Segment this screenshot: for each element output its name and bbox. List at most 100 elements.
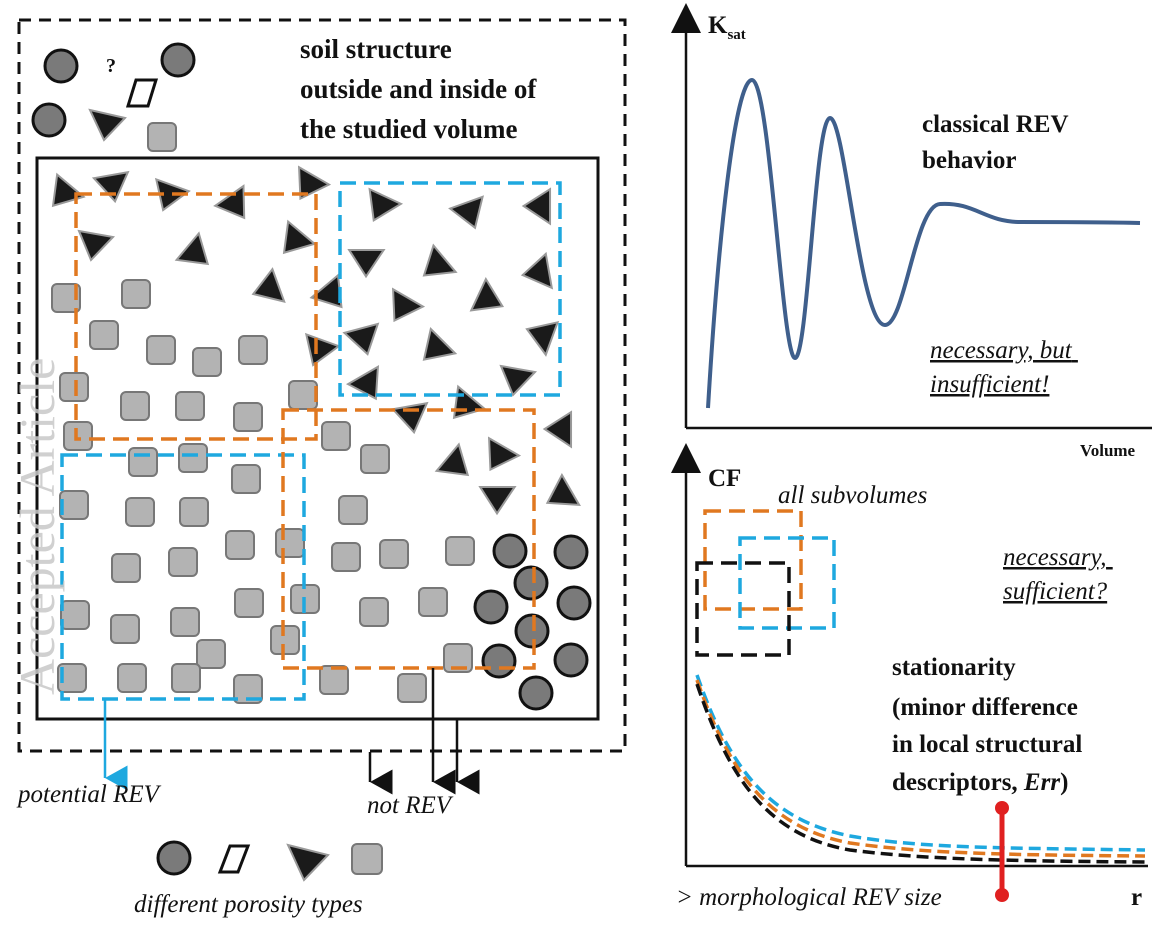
outside-square <box>147 122 177 152</box>
legend-circle-icon <box>156 840 192 876</box>
ksat-curve <box>706 77 1141 409</box>
pore-square <box>168 547 198 577</box>
outside-circle-3 <box>31 102 67 138</box>
ksat-y-label-main: K <box>708 12 728 39</box>
pore-triangle <box>282 219 317 255</box>
pore-square <box>89 320 119 350</box>
cf-legend-blue-box <box>738 536 836 630</box>
pore-square <box>178 443 208 473</box>
pore-square <box>170 607 200 637</box>
pore-triangle <box>422 326 458 361</box>
outside-circle-2 <box>160 42 196 78</box>
pore-square <box>443 643 473 673</box>
stationarity-line-1: stationarity <box>892 654 1016 681</box>
pore-square <box>171 663 201 693</box>
pore-square <box>120 391 150 421</box>
outside-particles: ? <box>31 42 196 152</box>
rev-size-marker-bottom <box>995 888 1009 902</box>
pore-square <box>270 625 300 655</box>
pore-square <box>192 347 222 377</box>
stationarity-close: ) <box>1060 769 1068 796</box>
necessary-insufficient-text: necessary, but insufficient! <box>930 337 1078 398</box>
outside-parallelogram <box>125 78 159 108</box>
pore-circle <box>553 642 589 678</box>
cf-legend-black-box <box>695 561 791 657</box>
ksat-y-label: Ksat <box>708 12 746 43</box>
ksat-x-label: Volume <box>1080 441 1136 460</box>
pore-square <box>360 444 390 474</box>
pore-square <box>63 421 93 451</box>
cf-chart: CF r all subvolumes necessary, sufficien… <box>671 443 1148 911</box>
necessary-sufficient-line-2: sufficient? <box>1003 578 1108 605</box>
ksat-chart: Ksat Volume classical REV behavior neces… <box>671 3 1152 460</box>
title-line-2: outside and inside of <box>300 74 537 104</box>
classical-rev-text: classical REV behavior <box>922 111 1074 174</box>
pore-square <box>51 283 81 313</box>
stationarity-line-2: (minor difference <box>892 694 1078 721</box>
cf-curve-black <box>695 683 1146 864</box>
legend-caption: different porosity types <box>134 891 363 918</box>
pore-triangle <box>422 243 458 277</box>
pore-square <box>128 447 158 477</box>
pore-triangle <box>434 442 470 477</box>
pore-triangle <box>342 322 380 356</box>
pore-circle <box>518 675 554 711</box>
pore-triangle <box>304 332 341 367</box>
outside-circle-1 <box>43 48 79 84</box>
pore-triangle <box>213 184 246 220</box>
pore-square <box>445 536 475 566</box>
classical-rev-line-1: classical REV <box>922 111 1068 138</box>
cf-curve-blue <box>695 674 1146 852</box>
pore-triangle <box>469 276 505 312</box>
pore-triangle <box>391 287 426 323</box>
pore-triangle <box>154 177 191 212</box>
watermark: Accepted Article <box>9 358 65 695</box>
pore-triangle <box>478 485 517 516</box>
pore-square <box>379 539 409 569</box>
pore-triangle <box>174 231 210 266</box>
pore-square <box>111 553 141 583</box>
pore-square <box>233 674 263 704</box>
necessary-insufficient-line-2: insufficient! <box>930 371 1049 398</box>
pore-triangle <box>77 229 116 262</box>
title-line-3: the studied volume <box>300 114 518 144</box>
porosity-legend: different porosity types <box>134 840 383 918</box>
all-subvolumes-label: all subvolumes <box>778 482 927 509</box>
inside-particles <box>51 165 592 711</box>
pore-square <box>397 673 427 703</box>
pore-square <box>175 391 205 421</box>
pore-triangle <box>520 251 554 290</box>
pore-triangle <box>499 364 538 397</box>
cf-curve-orange <box>695 679 1146 858</box>
pore-square <box>331 542 361 572</box>
necessary-sufficient-text: necessary, sufficient? <box>1003 544 1113 605</box>
pore-square <box>359 597 389 627</box>
pore-triangle <box>347 248 386 279</box>
pore-square <box>57 663 87 693</box>
orange-subvolume-bottom-right <box>281 408 536 670</box>
stationarity-err: Err <box>1023 769 1060 796</box>
pore-square <box>121 279 151 309</box>
stationarity-line-3: in local structural <box>892 731 1082 758</box>
ksat-y-label-sub: sat <box>727 27 745 43</box>
outside-triangle <box>88 108 127 142</box>
pore-triangle <box>525 320 560 357</box>
pore-square <box>125 497 155 527</box>
pore-circle <box>481 643 517 679</box>
stationarity-line-4: descriptors, <box>892 769 1024 796</box>
necessary-sufficient-line-1: necessary, <box>1003 544 1106 571</box>
classical-rev-line-2: behavior <box>922 147 1016 174</box>
pore-square <box>117 663 147 693</box>
pore-square <box>225 530 255 560</box>
pore-triangle <box>345 365 380 401</box>
pore-square <box>110 614 140 644</box>
pore-square <box>321 421 351 451</box>
pore-square <box>59 490 89 520</box>
pore-circle <box>553 534 589 570</box>
pore-triangle <box>452 384 487 420</box>
pore-square <box>179 497 209 527</box>
cf-y-label: CF <box>708 465 741 492</box>
pore-triangle <box>390 401 429 435</box>
pore-square <box>146 335 176 365</box>
